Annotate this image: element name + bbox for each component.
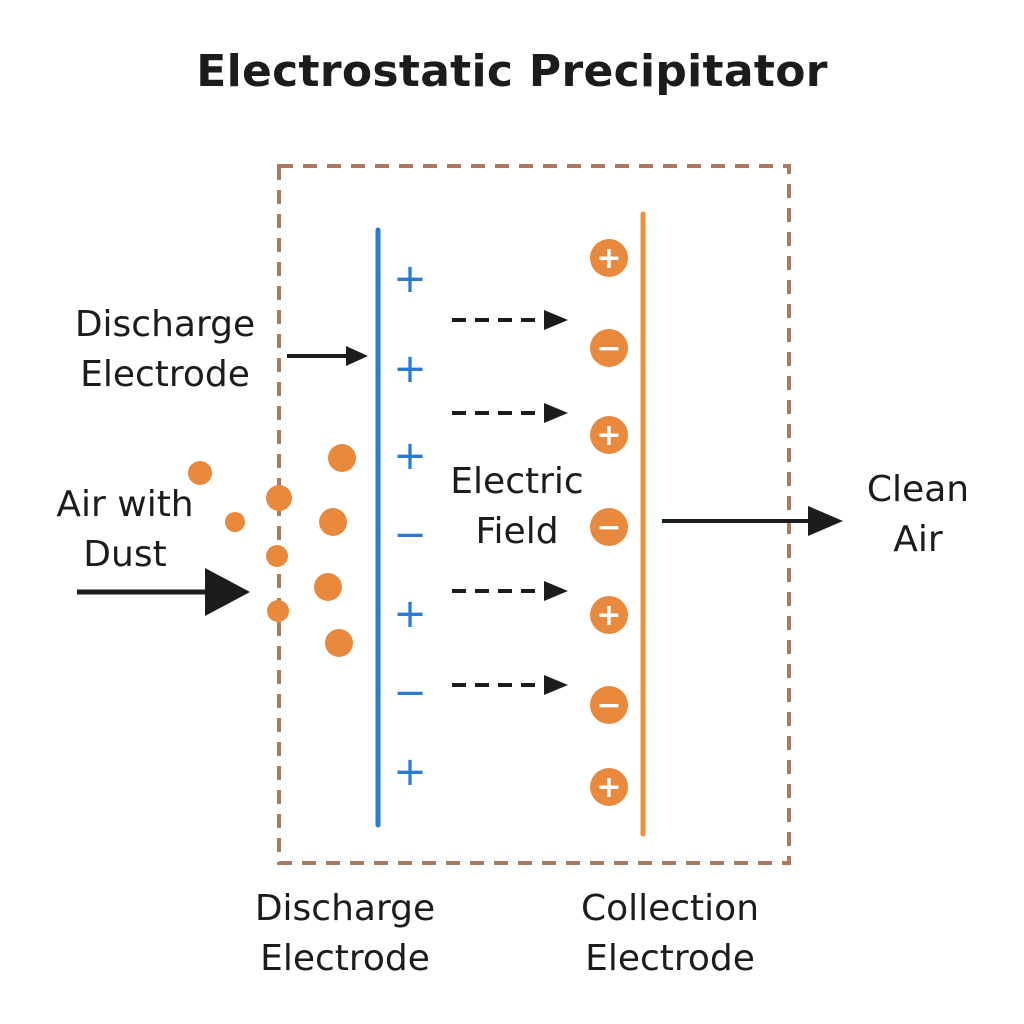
label-line: Electrode [260,938,430,979]
discharge-pointer-arrow [287,346,368,366]
discharge-electrode-label-bottom: Discharge Electrode [240,884,450,984]
charge-symbol: + [596,598,621,633]
charge-circle [590,508,628,546]
dust-particle [314,573,342,601]
charge-circle [590,768,628,806]
clean-air-label: Clean Air [848,465,988,565]
collection-electrode-label-bottom: Collection Electrode [560,884,780,984]
charge-circle [590,596,628,634]
label-line: Air with [56,484,194,525]
charge-badge: + [590,239,628,277]
dust-particle [266,545,288,567]
dust-particle [267,600,289,622]
label-line: Electric [450,461,584,502]
dust-particle [266,485,292,511]
discharge-sign: + [393,346,427,392]
field-arrow [452,675,568,695]
discharge-sign: + [393,591,427,637]
field-arrow [452,310,568,330]
label-line: Dust [83,534,167,575]
discharge-signs: + + + − + − + [393,256,427,795]
collection-charges: + − + − + − + [590,239,628,806]
electric-field-label: Electric Field [432,457,602,557]
charge-badge: − [590,508,628,546]
label-line: Field [475,511,559,552]
charge-badge: − [590,686,628,724]
charge-symbol: − [596,331,621,366]
dust-particle [225,512,245,532]
dust-particles [188,444,356,657]
field-arrow [452,581,568,601]
label-line: Electrode [80,354,250,395]
charge-symbol: + [596,418,621,453]
dust-particle [188,461,212,485]
charge-circle [590,239,628,277]
label-line: Clean [866,469,970,510]
charge-symbol: + [596,770,621,805]
charge-symbol: − [596,510,621,545]
dust-particle [325,629,353,657]
discharge-sign: − [393,670,427,716]
label-line: Collection [580,888,760,929]
label-line: Discharge [254,888,436,929]
discharge-electrode-label-left: Discharge Electrode [60,300,270,400]
diagram-title: Electrostatic Precipitator [196,46,828,97]
discharge-sign: + [393,749,427,795]
dust-particle [319,508,347,536]
clean-air-arrow [662,506,843,536]
charge-badge: + [590,416,628,454]
dust-particle [328,444,356,472]
air-inflow-arrow [77,568,250,616]
discharge-sign: + [393,256,427,302]
discharge-sign: − [393,512,427,558]
charge-symbol: − [596,688,621,723]
charge-badge: + [590,768,628,806]
label-line: Air [893,519,943,560]
label-line: Discharge [74,304,256,345]
charge-badge: + [590,596,628,634]
charge-circle [590,329,628,367]
field-arrow [452,403,568,423]
air-with-dust-label: Air with Dust [40,480,210,580]
charge-circle [590,686,628,724]
enclosure-box [277,164,791,865]
discharge-sign: + [393,433,427,479]
label-line: Electrode [585,938,755,979]
field-arrows [452,310,568,695]
charge-circle [590,416,628,454]
charge-badge: − [590,329,628,367]
charge-symbol: + [596,241,621,276]
